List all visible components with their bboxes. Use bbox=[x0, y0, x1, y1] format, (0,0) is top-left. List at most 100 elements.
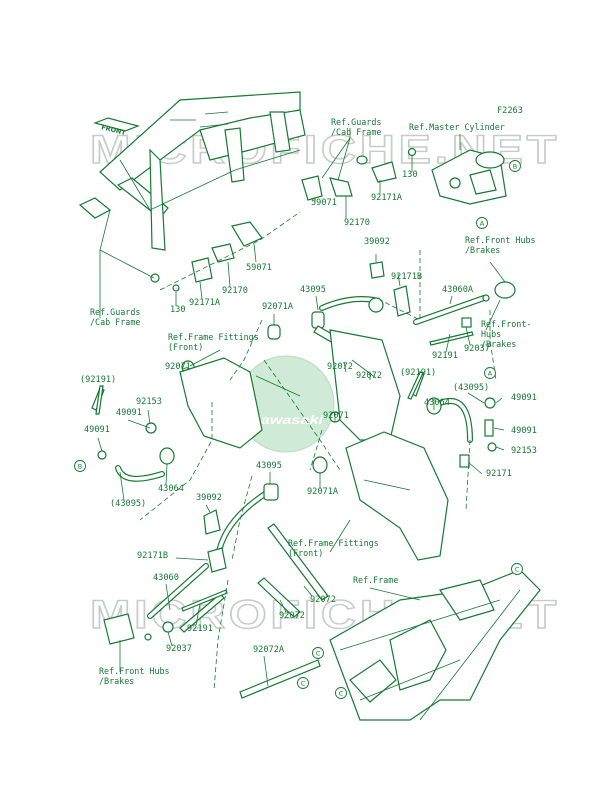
callout-circle bbox=[509, 160, 521, 172]
part-number-label: 92171A bbox=[189, 298, 221, 308]
reference-label: Ref.Frame bbox=[353, 575, 398, 585]
part-number-label: 92071 bbox=[323, 411, 349, 421]
lower-frame bbox=[329, 569, 541, 721]
part-number-label: 43095 bbox=[300, 285, 326, 295]
reference-label-line: Ref.Frame Fittings bbox=[168, 332, 259, 342]
part-number-label: 92072 bbox=[356, 371, 382, 381]
callout-letter: C bbox=[515, 566, 520, 574]
part-number-label: 49091 bbox=[511, 393, 537, 403]
callout-letter: C bbox=[316, 650, 321, 658]
callout-letter: A bbox=[480, 220, 485, 228]
part-number-label: 92170 bbox=[222, 286, 248, 296]
callout-markers: B A A B C C C C bbox=[74, 160, 523, 699]
part-number-label: 43064 bbox=[424, 398, 450, 408]
straight-pipes bbox=[95, 331, 474, 612]
part-number-label: 92071A bbox=[262, 302, 294, 312]
part-number-label: 92071A bbox=[307, 487, 339, 497]
part-number-label: 92071 bbox=[165, 362, 191, 372]
part-number-label: 43064 bbox=[158, 484, 184, 494]
reference-label-line: Hubs bbox=[481, 329, 501, 339]
callout-letter: A bbox=[488, 370, 493, 378]
callout-b: B bbox=[74, 460, 86, 472]
part-number-label: 43060A bbox=[442, 285, 474, 295]
brake-hoses bbox=[115, 295, 487, 619]
reference-label: Ref.Guards/Cab Frame bbox=[331, 117, 381, 137]
part-number-label: 49091 bbox=[84, 425, 110, 435]
reference-label-line: /Brakes bbox=[99, 676, 134, 686]
leader-lines bbox=[97, 128, 506, 687]
callout-b: B bbox=[509, 160, 521, 172]
callout-circle bbox=[484, 367, 496, 379]
reference-label-line: /Brakes bbox=[465, 245, 500, 255]
upper-clamps bbox=[150, 147, 417, 292]
callout-a: A bbox=[476, 217, 488, 229]
part-number-label: 92171B bbox=[391, 272, 422, 282]
part-number-label: (92191) bbox=[80, 375, 116, 385]
callout-circle bbox=[511, 563, 523, 575]
fittings bbox=[97, 261, 516, 645]
master-cylinder bbox=[431, 149, 507, 205]
callout-circle bbox=[312, 647, 324, 659]
part-number-label: 92153 bbox=[136, 397, 162, 407]
reference-label-line: (Front) bbox=[168, 342, 203, 352]
part-number-label: 92170 bbox=[344, 218, 370, 228]
reference-label-line: Ref.Guards bbox=[331, 117, 381, 127]
part-number-label: 92171A bbox=[371, 193, 403, 203]
reference-label: Ref.Guards/Cab Frame bbox=[90, 307, 140, 327]
reference-label-line: Ref.Front Hubs bbox=[99, 666, 170, 676]
reference-label-line: Ref.Master Cylinder bbox=[409, 122, 505, 132]
part-number-label: 59071 bbox=[246, 263, 272, 273]
callout-circle bbox=[74, 460, 86, 472]
part-number-label: 49091 bbox=[511, 426, 537, 436]
callout-letter: B bbox=[78, 463, 82, 471]
callout-a: A bbox=[484, 367, 496, 379]
part-number-label: 43095 bbox=[256, 461, 282, 471]
part-number-label: 130 bbox=[402, 170, 418, 180]
part-number-label: 92072 bbox=[310, 595, 336, 605]
callout-c: C bbox=[511, 563, 523, 575]
reference-label-line: Ref.Guards bbox=[90, 307, 140, 317]
part-number-label: 92037 bbox=[166, 644, 192, 654]
callout-circle bbox=[297, 677, 309, 689]
reference-label-line: /Cab Frame bbox=[331, 127, 381, 137]
reference-label: Ref.Front Hubs/Brakes bbox=[465, 235, 536, 255]
part-number-label: 92072 bbox=[279, 611, 305, 621]
part-number-label: 92191 bbox=[432, 351, 458, 361]
front-covers bbox=[179, 329, 449, 561]
part-number-labels: 13092171A5907192170390925907192171B43060… bbox=[80, 170, 537, 655]
part-number-label: 39092 bbox=[196, 493, 222, 503]
callout-letter: B bbox=[513, 163, 517, 171]
reference-label-line: /Cab Frame bbox=[90, 317, 140, 327]
part-number-label: 92072 bbox=[327, 362, 353, 372]
reference-label-line: /Brakes bbox=[481, 339, 516, 349]
reference-label-line: Ref.Frame bbox=[353, 575, 398, 585]
part-number-label: (43095) bbox=[453, 383, 489, 393]
reference-label-line: Ref.Front- bbox=[481, 319, 531, 329]
reference-label-line: Ref.Front Hubs bbox=[465, 235, 536, 245]
reference-label-line: Ref.Frame Fittings bbox=[288, 538, 379, 548]
figure-code: F2263 bbox=[497, 106, 523, 116]
assembly-lines bbox=[139, 211, 497, 691]
part-number-label: 92191 bbox=[187, 624, 213, 634]
part-number-label: 130 bbox=[170, 305, 186, 315]
reference-label: Ref.Frame Fittings(Front) bbox=[288, 538, 379, 558]
callout-c: C bbox=[312, 647, 324, 659]
part-number-label: 43060 bbox=[153, 573, 179, 583]
part-number-label: 92153 bbox=[511, 446, 537, 456]
part-number-label: 49091 bbox=[116, 408, 142, 418]
part-number-label: (92191) bbox=[400, 368, 436, 378]
reference-label: Ref.Frame Fittings(Front) bbox=[168, 332, 259, 352]
part-number-label: (43095) bbox=[110, 499, 146, 509]
part-number-label: 92037 bbox=[464, 344, 490, 354]
reference-label: Ref.Front-Hubs/Brakes bbox=[481, 319, 531, 349]
reference-label: Ref.Front Hubs/Brakes bbox=[99, 666, 170, 686]
callout-letter: C bbox=[339, 690, 344, 698]
callout-circle bbox=[476, 217, 488, 229]
part-number-label: 92072A bbox=[253, 645, 285, 655]
callout-c: C bbox=[335, 687, 347, 699]
part-number-label: 92171B bbox=[137, 551, 168, 561]
part-number-label: 59071 bbox=[311, 198, 337, 208]
callout-letter: C bbox=[301, 680, 306, 688]
